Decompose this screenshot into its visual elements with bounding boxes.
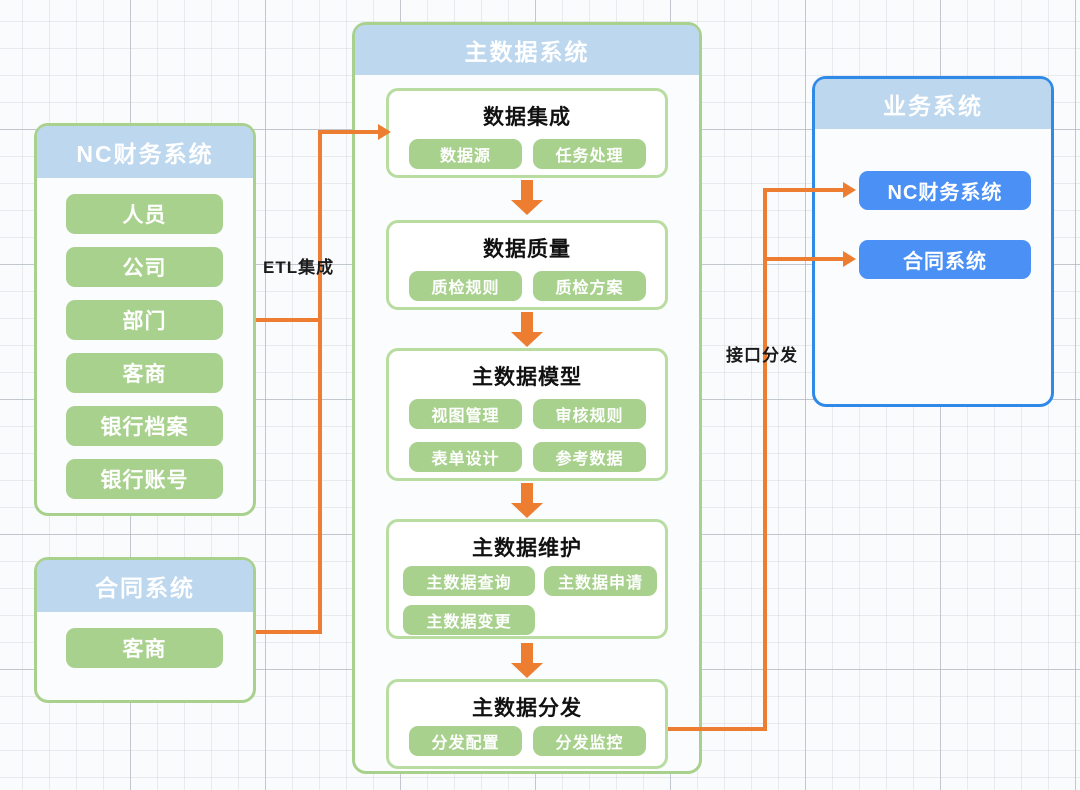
stage-data-quality-item-0[interactable]: 质检规则: [409, 271, 522, 301]
business-item-nc-finance[interactable]: NC财务系统: [859, 171, 1031, 210]
stage-data-integration[interactable]: 数据集成 数据源 任务处理: [386, 88, 668, 178]
panel-nc-finance[interactable]: NC财务系统 人员 公司 部门 客商 银行档案 银行账号: [34, 123, 256, 516]
stage-data-quality[interactable]: 数据质量 质检规则 质检方案: [386, 220, 668, 310]
panel-contract-source[interactable]: 合同系统 客商: [34, 557, 256, 703]
interface-connector-to-nc: [763, 188, 845, 192]
etl-connector-from-nc: [256, 318, 320, 322]
stage-master-data-maintenance-item-0[interactable]: 主数据查询: [403, 566, 535, 596]
contract-item-0[interactable]: 客商: [66, 628, 223, 668]
stage-master-data-model-item-3[interactable]: 参考数据: [533, 442, 646, 472]
stage-data-quality-item-1[interactable]: 质检方案: [533, 271, 646, 301]
stage-master-data-distribution[interactable]: 主数据分发 分发配置 分发监控: [386, 679, 668, 769]
nc-item-4[interactable]: 银行档案: [66, 406, 223, 446]
stage-master-data-model-item-0[interactable]: 视图管理: [409, 399, 522, 429]
flow-arrow-3: [510, 483, 544, 524]
stage-data-integration-item-0[interactable]: 数据源: [409, 139, 522, 169]
stage-master-data-distribution-title: 主数据分发: [472, 697, 582, 720]
nc-item-3[interactable]: 客商: [66, 353, 223, 393]
etl-connector-arrowhead: [378, 124, 391, 140]
stage-master-data-model[interactable]: 主数据模型 视图管理 审核规则 表单设计 参考数据: [386, 348, 668, 481]
nc-item-0[interactable]: 人员: [66, 194, 223, 234]
interface-edge-label: 接口分发: [726, 346, 798, 365]
stage-master-data-maintenance-item-2[interactable]: 主数据变更: [403, 605, 535, 635]
stage-master-data-maintenance-title: 主数据维护: [472, 537, 582, 560]
interface-connector-trunk: [763, 188, 767, 731]
interface-connector-to-contract: [763, 257, 845, 261]
stage-master-data-model-title: 主数据模型: [472, 366, 582, 389]
stage-data-quality-title: 数据质量: [483, 238, 571, 261]
etl-connector-trunk: [318, 130, 322, 634]
nc-item-2[interactable]: 部门: [66, 300, 223, 340]
etl-connector-into-center: [318, 130, 380, 134]
stage-master-data-maintenance[interactable]: 主数据维护 主数据查询 主数据申请 主数据变更: [386, 519, 668, 639]
flow-arrow-1: [510, 180, 544, 221]
interface-connector-from-distribution: [668, 727, 767, 731]
stage-master-data-model-item-2[interactable]: 表单设计: [409, 442, 522, 472]
panel-business-system-header: 业务系统: [815, 79, 1051, 129]
stage-master-data-model-item-1[interactable]: 审核规则: [533, 399, 646, 429]
etl-connector-from-contract: [256, 630, 320, 634]
panel-nc-finance-header: NC财务系统: [37, 126, 253, 178]
panel-master-data-system-header: 主数据系统: [355, 25, 699, 75]
nc-item-1[interactable]: 公司: [66, 247, 223, 287]
nc-item-5[interactable]: 银行账号: [66, 459, 223, 499]
stage-master-data-distribution-item-0[interactable]: 分发配置: [409, 726, 522, 756]
interface-arrowhead-nc: [843, 182, 856, 198]
stage-master-data-distribution-item-1[interactable]: 分发监控: [533, 726, 646, 756]
interface-arrowhead-contract: [843, 251, 856, 267]
flow-arrow-2: [510, 312, 544, 353]
flow-arrow-4: [510, 643, 544, 684]
stage-data-integration-item-1[interactable]: 任务处理: [533, 139, 646, 169]
etl-edge-label: ETL集成: [263, 258, 335, 277]
panel-contract-source-header: 合同系统: [37, 560, 253, 612]
business-item-contract[interactable]: 合同系统: [859, 240, 1031, 279]
stage-data-integration-title: 数据集成: [483, 106, 571, 129]
stage-master-data-maintenance-item-1[interactable]: 主数据申请: [544, 566, 657, 596]
